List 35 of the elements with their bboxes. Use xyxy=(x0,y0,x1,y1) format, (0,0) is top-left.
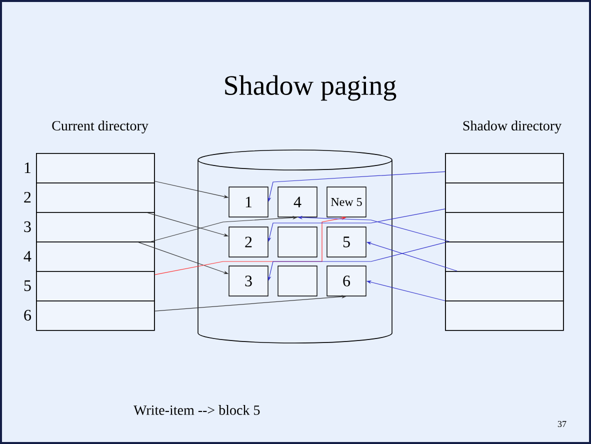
table-row xyxy=(36,153,155,184)
table-row xyxy=(36,182,155,213)
block-box xyxy=(278,226,318,258)
table-row xyxy=(36,271,155,302)
table-heading: Current directory xyxy=(52,120,148,134)
row-number: 6 xyxy=(24,310,31,321)
table-heading: Shadow directory xyxy=(463,120,562,134)
block-box: 3 xyxy=(228,266,268,296)
page-number: 37 xyxy=(558,420,566,428)
table-row xyxy=(445,153,564,184)
disk-cylinder xyxy=(198,150,392,344)
block-box xyxy=(278,266,318,296)
row-number: 4 xyxy=(24,251,32,262)
row-number: 2 xyxy=(24,192,31,203)
block-box: 4 xyxy=(278,186,318,218)
table-row xyxy=(445,300,564,331)
row-number: 5 xyxy=(24,280,31,292)
table-row xyxy=(36,242,155,272)
table-row xyxy=(445,182,564,213)
row-number: 3 xyxy=(24,221,31,232)
directory-table xyxy=(445,153,564,331)
table-row xyxy=(445,242,564,272)
title: Shadow paging xyxy=(225,75,396,101)
table-row xyxy=(445,271,564,302)
table-row xyxy=(36,300,155,331)
row-number: 1 xyxy=(24,162,30,174)
block-box: 2 xyxy=(228,226,268,258)
block-box: 6 xyxy=(326,266,366,296)
table-row xyxy=(36,212,155,242)
note-text: Write-item --> block 5 xyxy=(134,405,260,415)
block-box: New 5 xyxy=(326,186,366,218)
block-box: 1 xyxy=(228,186,268,218)
table-row xyxy=(445,212,564,242)
directory-table xyxy=(36,153,155,331)
block-box: 5 xyxy=(326,226,366,258)
